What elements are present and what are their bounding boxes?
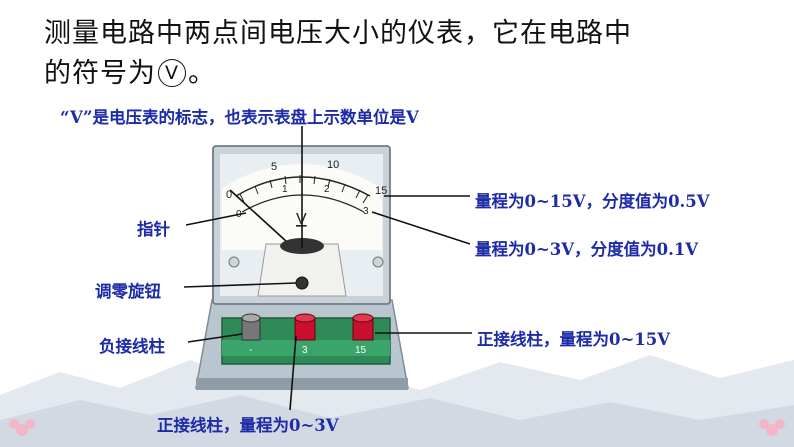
voltmeter-symbol: V <box>158 59 186 87</box>
upper-scale-5: 5 <box>271 161 277 173</box>
upper-scale-10: 10 <box>327 159 339 171</box>
scale-ticks <box>239 175 369 204</box>
terminal-label-15: 15 <box>355 345 367 356</box>
label-pointer: 指针 <box>137 220 170 239</box>
upper-scale-0: 0 <box>226 189 232 201</box>
positive-terminal-3-post[interactable] <box>294 313 316 341</box>
negative-terminal-post[interactable] <box>241 313 261 341</box>
label-range-3: 量程为0~3V，分度值为0.1V <box>475 240 699 259</box>
right-screw <box>372 256 384 268</box>
terminal-label-negative: - <box>249 345 252 356</box>
positive-terminal-15-post[interactable] <box>352 313 374 341</box>
upper-scale-15: 15 <box>375 185 387 197</box>
label-positive-terminal-15: 正接线柱，量程为0~15V <box>477 330 671 349</box>
heading-line-1: 测量电路中两点间电压大小的仪表，它在电路中 <box>44 18 632 49</box>
label-zero-knob: 调零旋钮 <box>95 282 161 301</box>
lower-scale-2: 2 <box>324 184 330 195</box>
heading-line-2-prefix: 的符号为 <box>44 58 156 89</box>
heading-line-2-suffix: 。 <box>188 58 216 89</box>
terminal-strip <box>222 340 390 356</box>
meter-base-foot <box>196 378 408 390</box>
lower-scale-3: 3 <box>363 206 369 217</box>
label-positive-terminal-3: 正接线柱，量程为0~3V <box>157 416 339 435</box>
blossom-left-icon <box>9 419 35 436</box>
label-v-mark: “V”是电压表的标志，也表示表盘上示数单位是V <box>60 108 419 127</box>
left-screw <box>228 256 240 268</box>
leader-lines <box>183 126 472 411</box>
label-range-15: 量程为0~15V，分度值为0.5V <box>475 192 710 211</box>
terminal-label-3: 3 <box>302 345 308 356</box>
lower-scale-1: 1 <box>282 184 288 195</box>
zero-adjust-knob[interactable] <box>295 276 309 290</box>
label-negative-terminal: 负接线柱 <box>99 337 165 356</box>
blossom-right-icon <box>759 419 785 436</box>
